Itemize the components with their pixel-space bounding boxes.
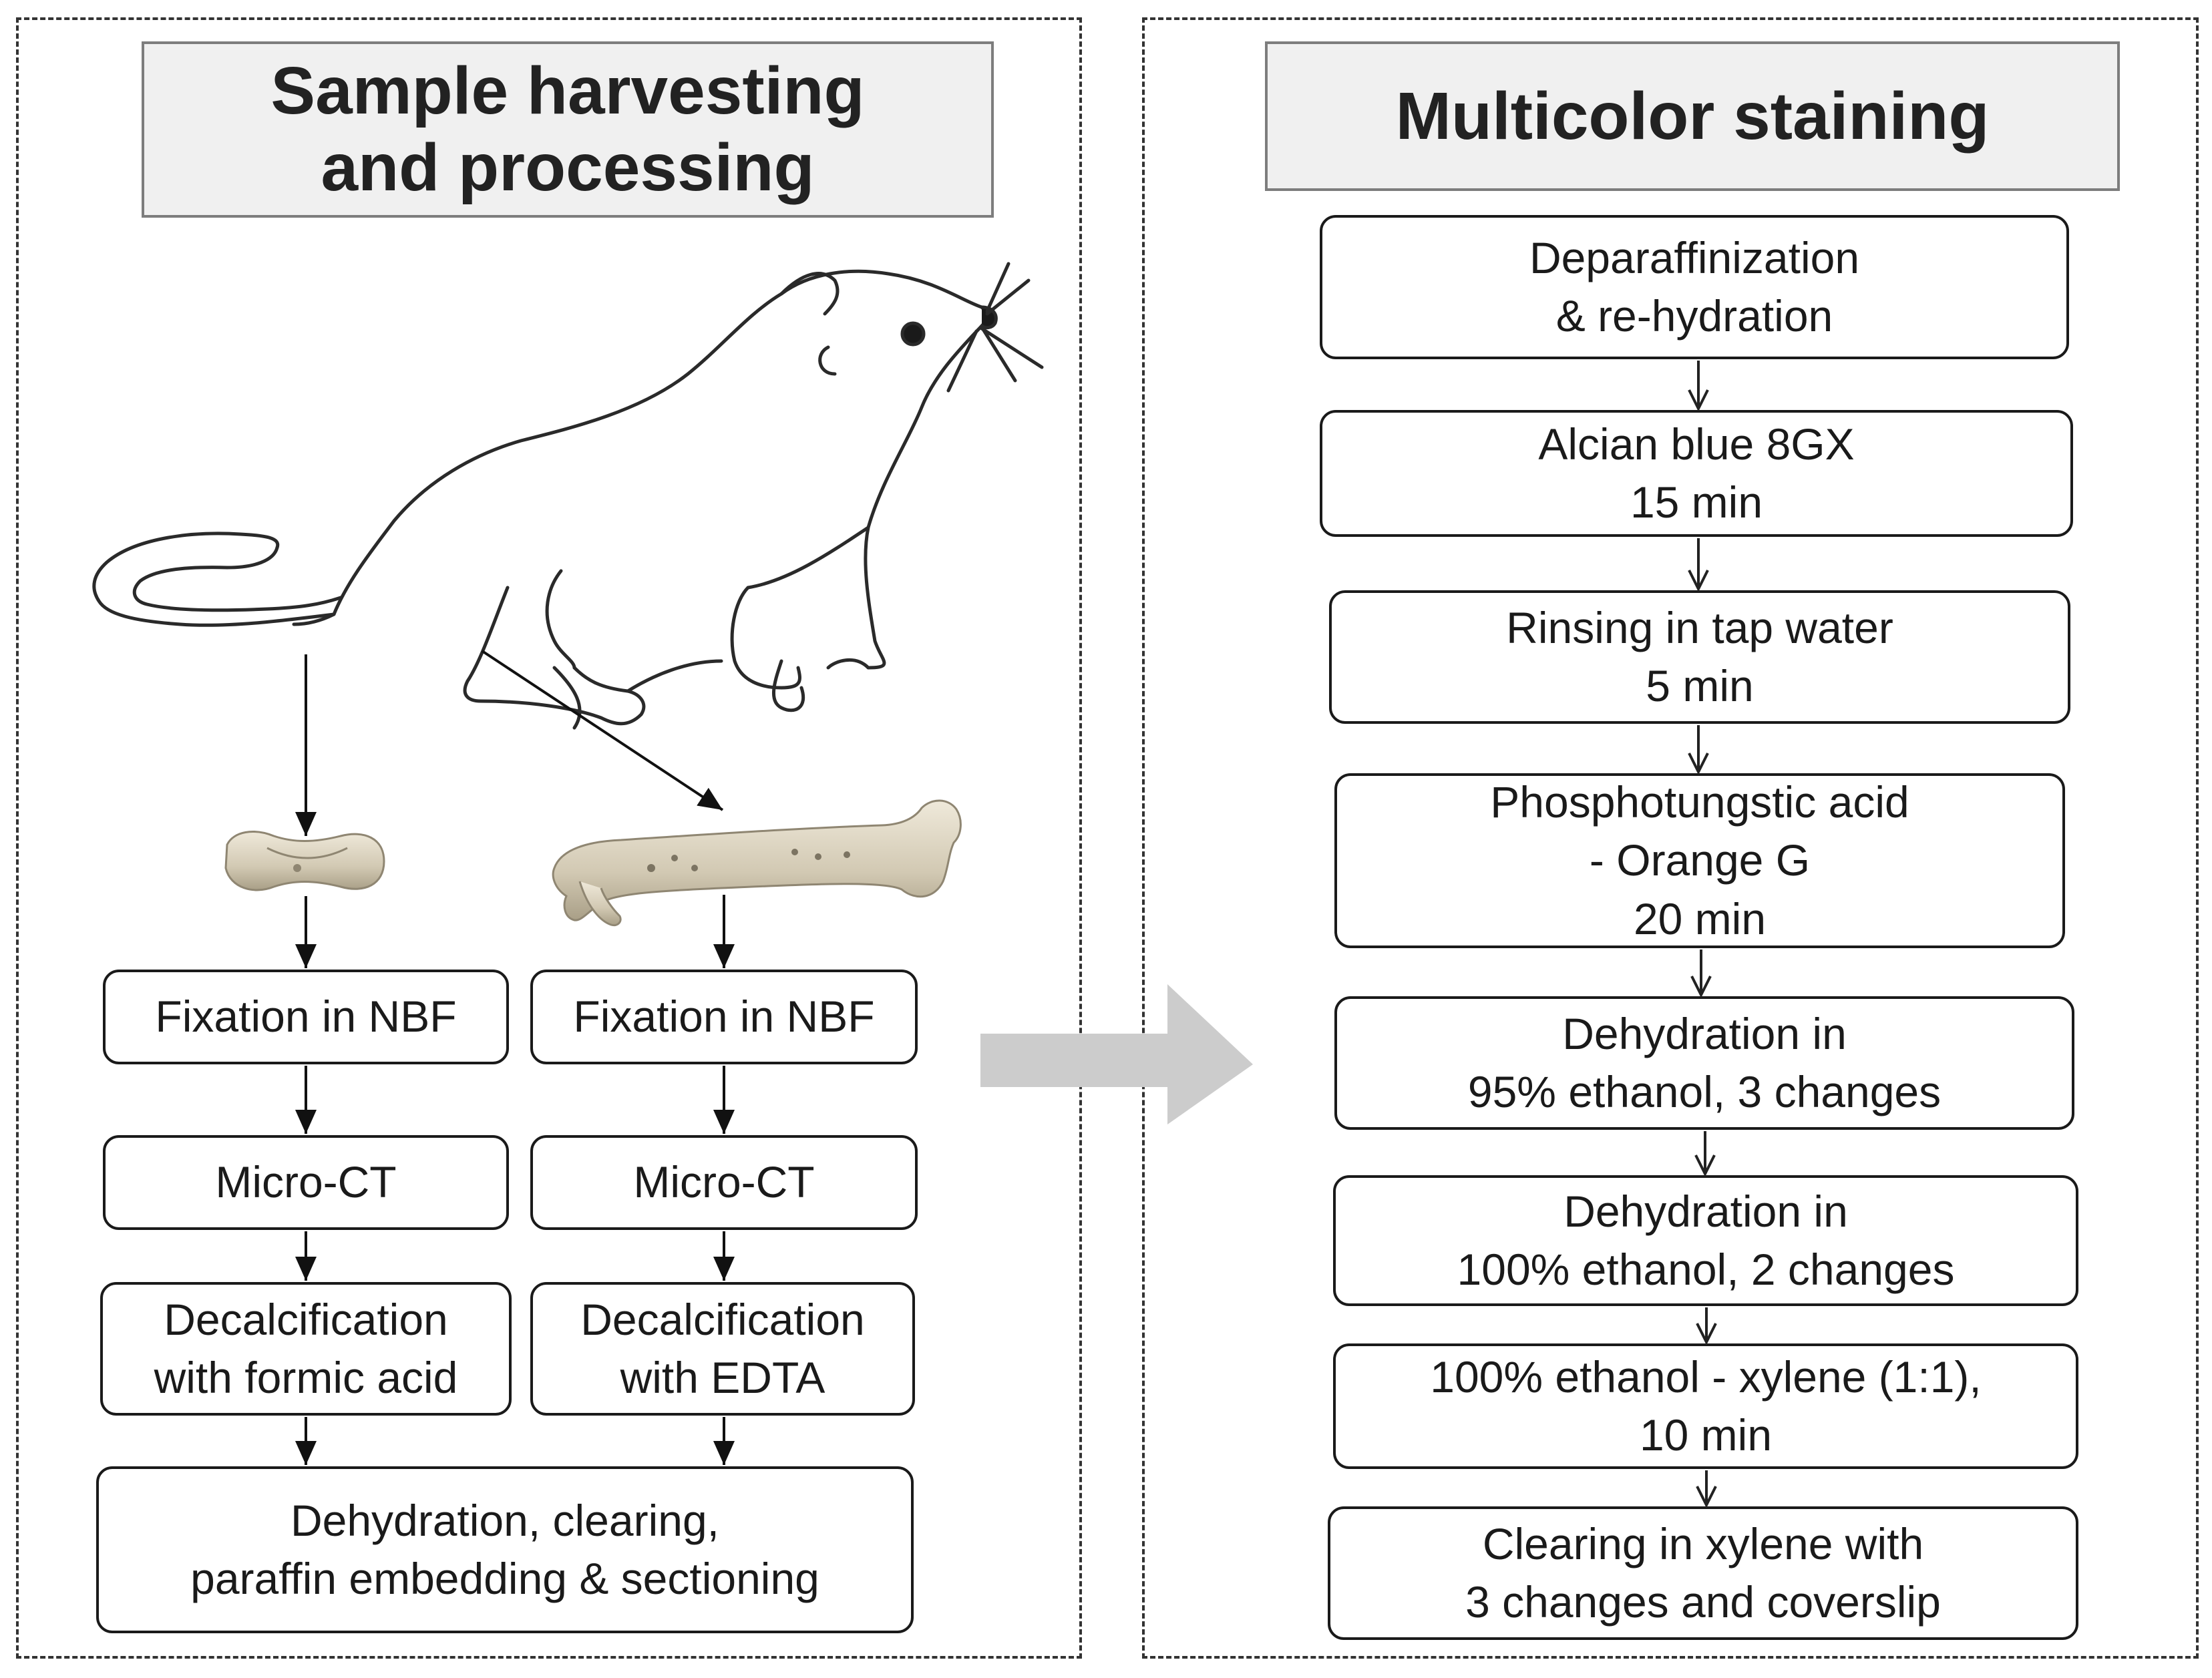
step-fixation-edta-branch: Fixation in NBF (530, 970, 918, 1064)
title-text: Sample harvesting and processing (270, 53, 865, 205)
panel-title-sample-harvesting: Sample harvesting and processing (142, 41, 994, 218)
panel-title-multicolor-staining: Multicolor staining (1265, 41, 2120, 191)
stain-step-dehydration-100: Dehydration in 100% ethanol, 2 changes (1333, 1175, 2078, 1306)
step-decalcification-formic-acid: Decalcification with formic acid (100, 1282, 512, 1416)
step-fixation-formic-branch: Fixation in NBF (103, 970, 509, 1064)
right-panel-arrows (1698, 361, 1706, 1505)
stain-step-alcian-blue: Alcian blue 8GX 15 min (1320, 410, 2073, 537)
stain-step-rinsing: Rinsing in tap water 5 min (1329, 590, 2070, 724)
stain-step-deparaffinization: Deparaffinization & re-hydration (1320, 215, 2069, 359)
stain-step-clearing-coverslip: Clearing in xylene with 3 changes and co… (1328, 1506, 2078, 1640)
step-dehydration-embedding-sectioning: Dehydration, clearing, paraffin embeddin… (96, 1466, 914, 1633)
panel-multicolor-staining (1142, 17, 2199, 1659)
arrow-rat-to-long-bone (481, 650, 724, 811)
long-bone-icon (552, 799, 962, 927)
step-decalcification-edta: Decalcification with EDTA (530, 1282, 915, 1416)
panel-sample-harvesting (16, 17, 1082, 1659)
transition-arrow (980, 984, 1253, 1124)
step-micro-ct-edta-branch: Micro-CT (530, 1135, 918, 1230)
stain-step-dehydration-95: Dehydration in 95% ethanol, 3 changes (1334, 996, 2074, 1130)
title-text: Multicolor staining (1395, 78, 1990, 154)
rat-illustration (92, 262, 1044, 730)
step-micro-ct-formic-branch: Micro-CT (103, 1135, 509, 1230)
stain-step-phosphotungstic-orange-g: Phosphotungstic acid - Orange G 20 min (1334, 773, 2065, 948)
left-panel-arrows (295, 650, 735, 1465)
stain-step-ethanol-xylene: 100% ethanol - xylene (1:1), 10 min (1333, 1343, 2078, 1469)
short-bone-icon (224, 831, 385, 891)
